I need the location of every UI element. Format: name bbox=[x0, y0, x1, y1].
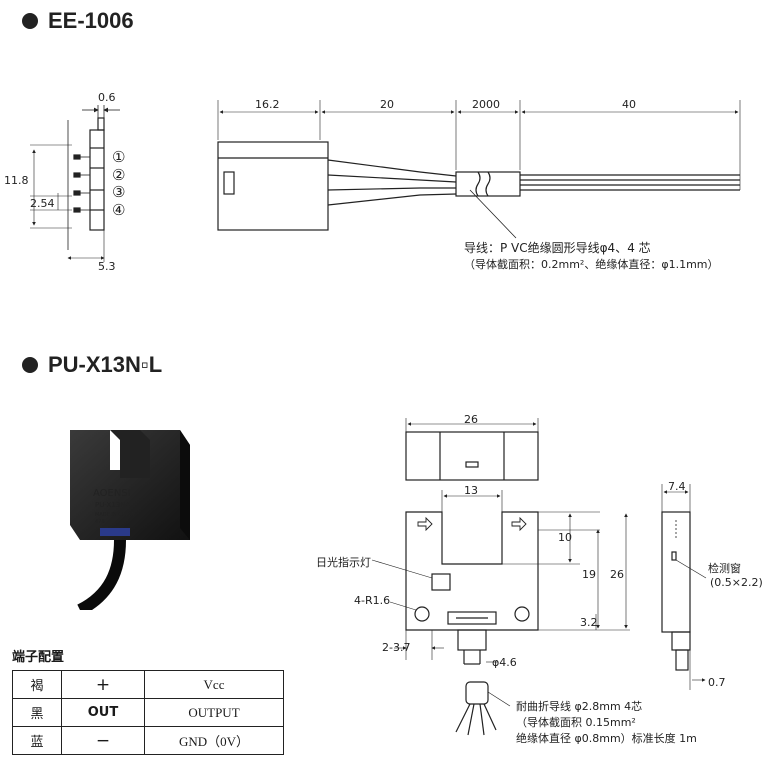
dim-cable-diameter: φ4.6 bbox=[492, 656, 517, 669]
section-title-ee1006: EE-1006 bbox=[22, 8, 134, 34]
cable-spec-line2: （导体截面积 0.15mm² bbox=[516, 715, 636, 729]
pin-number-1: ① bbox=[112, 148, 125, 166]
dim-width-26: 26 bbox=[464, 413, 478, 426]
dim-label-body: 16.2 bbox=[255, 98, 280, 111]
window-label: 检测窗 bbox=[708, 561, 741, 575]
dim-side-offset: 2-3.7 bbox=[382, 641, 410, 654]
pux13-cable-fanout bbox=[455, 681, 511, 736]
bullet-icon bbox=[22, 13, 38, 29]
pin-color: 黑 bbox=[12, 698, 62, 727]
cable-note-line1: 导线：P VC绝缘圆形导线φ4、4 芯 bbox=[464, 240, 651, 255]
dim-label-cable: 2000 bbox=[472, 98, 500, 111]
dim-pitch-label: 2.54 bbox=[30, 197, 55, 210]
dim-slot-width: 13 bbox=[464, 484, 478, 497]
cable-spec-line3: 绝缘体直径 φ0.8mm）标准长度 1m bbox=[516, 731, 697, 745]
cable-note-line2: （导体截面积：0.2mm²、绝缘体直径：φ1.1mm） bbox=[464, 257, 719, 271]
table-row: 蓝 − GND（0V） bbox=[12, 726, 284, 755]
photo-brand: AOENSI bbox=[93, 488, 131, 499]
dim-tail: 0.7 bbox=[708, 676, 726, 689]
pux13-side-view bbox=[661, 484, 707, 690]
pin-symbol: + bbox=[61, 670, 145, 699]
dim-slot-depth: 10 bbox=[558, 531, 572, 544]
pin-symbol: OUT bbox=[61, 698, 145, 727]
pux13-front-view bbox=[371, 490, 630, 665]
cable-spec-line1: 耐曲折导线 φ2.8mm 4芯 bbox=[516, 699, 642, 713]
pin-number-3: ③ bbox=[112, 183, 125, 201]
pux13-top-view bbox=[405, 418, 539, 481]
pin-number-4: ④ bbox=[112, 201, 125, 219]
product-photo: AOENSI PU-X13NA MADE IN CHINA 478 bbox=[70, 430, 190, 610]
dim-total-height: 26 bbox=[610, 568, 624, 581]
photo-code: 478 bbox=[95, 519, 105, 525]
pin-table-caption: 端子配置 bbox=[12, 650, 65, 665]
dim-label-strip: 40 bbox=[622, 98, 636, 111]
table-row: 褐 + Vcc bbox=[12, 670, 284, 699]
dim-thickness-label: 0.6 bbox=[98, 91, 116, 104]
pin-table: 褐 + Vcc 黑 OUT OUTPUT 蓝 − GND（0V） bbox=[12, 670, 284, 755]
pin-function: OUTPUT bbox=[144, 698, 284, 727]
ee1006-side-view bbox=[30, 105, 120, 262]
led-label: 日光指示灯 bbox=[316, 555, 371, 569]
pin-color: 褐 bbox=[12, 670, 62, 699]
dim-thickness: 7.4 bbox=[668, 480, 686, 493]
dim-width-label: 5.3 bbox=[98, 260, 116, 273]
table-row: 黑 OUT OUTPUT bbox=[12, 698, 284, 727]
photo-origin: MADE IN CHINA bbox=[95, 512, 135, 518]
section-title-pux13-text: PU-X13N▫L bbox=[48, 352, 163, 377]
dim-hole-offset: 3.2 bbox=[580, 616, 598, 629]
dim-height-label: 11.8 bbox=[4, 174, 29, 187]
dim-label-lead: 20 bbox=[380, 98, 394, 111]
window-size-label: (0.5×2.2) bbox=[710, 576, 763, 589]
pin-color: 蓝 bbox=[12, 726, 62, 755]
section-title-ee1006-text: EE-1006 bbox=[48, 8, 134, 33]
pin-function: Vcc bbox=[144, 670, 284, 699]
section-title-pux13: PU-X13N▫L bbox=[22, 352, 162, 378]
pin-function: GND（0V） bbox=[144, 726, 284, 755]
dim-mount-hole: 4-R1.6 bbox=[354, 594, 390, 607]
dim-body-height: 19 bbox=[582, 568, 596, 581]
photo-model: PU-X13NA bbox=[95, 501, 130, 509]
pin-symbol: − bbox=[61, 726, 145, 755]
pin-number-2: ② bbox=[112, 166, 125, 184]
ee1006-top-view bbox=[217, 100, 741, 239]
bullet-icon bbox=[22, 357, 38, 373]
